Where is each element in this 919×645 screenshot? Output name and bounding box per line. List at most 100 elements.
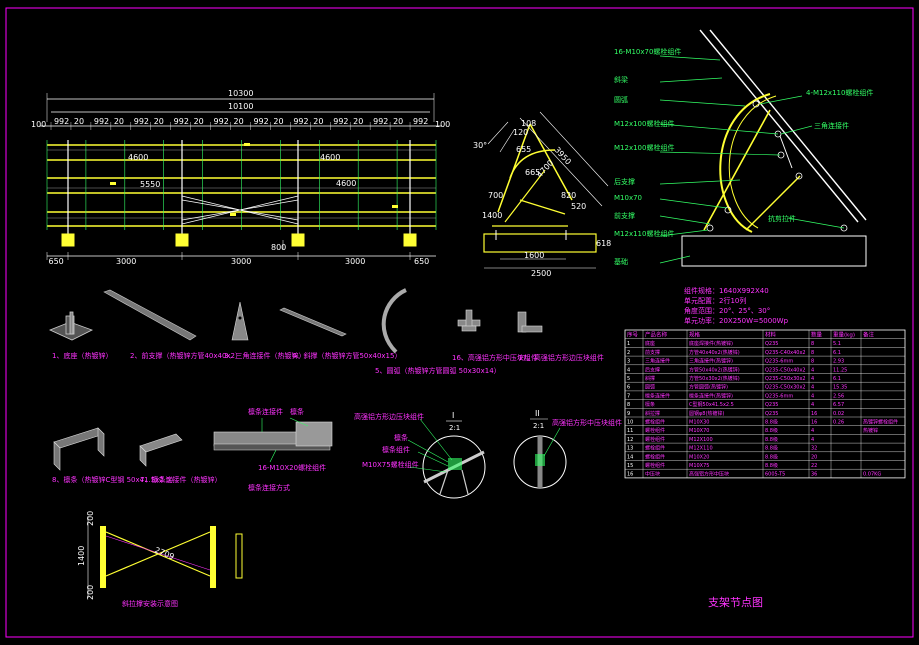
side-dim-700: 700 xyxy=(488,191,503,200)
edge-dim-left: 100 xyxy=(31,120,46,129)
table-cell: 12 xyxy=(627,437,633,443)
table-cell: 方管40x40x2(热镀锌) xyxy=(689,349,740,356)
rail-caption: 檩条连接方式 xyxy=(248,483,290,492)
table-cell: 螺栓组件 xyxy=(645,462,665,469)
inner-dim: 10100 xyxy=(228,102,253,111)
segment-dim: 20 xyxy=(154,117,164,126)
segment-dim: 992 xyxy=(373,117,388,126)
detail-label-left: 后支撑 xyxy=(614,177,635,186)
table-cell: 热镀锌 xyxy=(863,427,878,434)
table-cell: 底座 xyxy=(645,340,655,347)
detail-label-left: 前支撑 xyxy=(614,211,635,220)
side-dim-120: 120 xyxy=(513,128,528,137)
segment-dim: 20 xyxy=(74,117,84,126)
table-cell: M12X110 xyxy=(689,446,713,452)
table-cell: 4 xyxy=(811,428,814,434)
part-arc-icon xyxy=(381,288,407,354)
table-cell: 8.8级 xyxy=(765,427,778,434)
side-dim-108: 108 xyxy=(521,119,536,128)
side-view: 30° 4700 3950 655 665 820 700 520 1400 1… xyxy=(473,111,611,278)
table-cell: 8 xyxy=(811,341,814,347)
side-dim-1400: 1400 xyxy=(482,211,502,220)
table-cell: Q235-C50x40x2 xyxy=(765,367,806,373)
bottom-dim: 650 xyxy=(49,257,64,266)
table-cell: 螺栓组件 xyxy=(645,427,665,434)
brace-detail: 200 1400 200 2709 斜拉撑安装示意图 xyxy=(77,511,243,608)
table-cell: 10 xyxy=(627,420,633,426)
table-cell: 斜撑 xyxy=(645,375,655,382)
table-cell: 中压块 xyxy=(645,471,660,478)
segment-dim: 20 xyxy=(194,117,204,126)
segment-dim: 992 xyxy=(134,117,149,126)
segment-dim: 20 xyxy=(273,117,283,126)
table-cell: 20 xyxy=(811,454,817,460)
spec-line-4: 单元功率：20X250W=5000Wp xyxy=(684,316,789,325)
part-label-16: 16、高强铝方形中压块组件 xyxy=(452,353,538,362)
side-dim-655: 655 xyxy=(516,145,531,154)
detail-label-left: 圆弧 xyxy=(614,95,628,104)
table-cell: 13 xyxy=(627,446,633,452)
specs-block: 组件规格：1640X992X40 单元配置：2行10列 角度范围：20°、25°… xyxy=(684,286,789,325)
part-edge-clamp-icon xyxy=(517,311,543,333)
section-I-detail: I 2:1 高强铝方形边压块组件 檩条 檩条组件 M10X75螺栓组件 xyxy=(354,411,486,499)
table-cell: Q235 xyxy=(765,402,778,408)
table-cell: 螺栓组件 xyxy=(645,445,665,452)
table-cell: 8 xyxy=(627,402,630,408)
table-cell: 螺栓组件 xyxy=(645,436,665,443)
table-cell: M10X20 xyxy=(689,454,709,460)
table-cell: 6 xyxy=(627,385,630,391)
detail-label-left: M10x70 xyxy=(614,194,642,202)
table-cell: 5.1 xyxy=(833,341,841,347)
table-header: 产品名称 xyxy=(645,331,668,339)
table-cell: 36 xyxy=(811,472,817,478)
part-purlin-connector-icon xyxy=(139,433,183,467)
section-I-label-2: 檩条 xyxy=(394,433,408,442)
table-cell: 8.8级 xyxy=(765,462,778,469)
table-cell: M12X100 xyxy=(689,437,713,443)
table-cell: 檩条连接件 xyxy=(645,392,670,399)
bottom-dim: 3000 xyxy=(231,257,251,266)
brace-dim-mid: 1400 xyxy=(77,546,86,566)
post-dim: 800 xyxy=(271,243,286,252)
table-header: 材料 xyxy=(765,331,777,339)
table-cell: Q235-6mm xyxy=(765,393,793,399)
detail-label-left: M12x100螺栓组件 xyxy=(614,143,674,152)
table-cell: 8.8级 xyxy=(765,445,778,452)
spec-line-3: 角度范围：20°、25°、30° xyxy=(684,306,770,315)
table-cell: Q235 xyxy=(765,411,778,417)
table-cell: 6.57 xyxy=(833,402,844,408)
table-cell: 14 xyxy=(627,454,633,460)
part-brace-icon xyxy=(279,307,347,337)
table-cell: 32 xyxy=(811,446,817,452)
part-label-4: 4、斜撑（热镀锌方管50x40x15） xyxy=(292,351,401,360)
table-cell: 8 xyxy=(811,359,814,365)
segment-dim: 992 xyxy=(214,117,229,126)
panel-label-4: 4600 xyxy=(336,179,356,188)
section-I-ratio: 2:1 xyxy=(449,424,460,432)
bottom-dim: 3000 xyxy=(345,257,365,266)
panel-label-2: 5550 xyxy=(140,180,160,189)
table-cell: 7 xyxy=(627,393,630,399)
segment-dim: 992 xyxy=(174,117,189,126)
table-cell: 底座焊接件(热镀锌) xyxy=(689,340,733,347)
table-cell: 16 xyxy=(811,411,817,417)
table-cell: 方管圆弧(热镀锌) xyxy=(689,384,728,391)
overall-dim: 10300 xyxy=(228,89,253,98)
table-cell: 前支撑 xyxy=(645,349,660,356)
side-dim-1600: 1600 xyxy=(524,251,544,260)
part-label-3: 3、三角连接件（热镀锌） xyxy=(224,351,305,360)
part-label-1: 1、底座（热镀锌） xyxy=(52,351,112,360)
table-cell: 6.1 xyxy=(833,376,841,382)
table-cell: 9 xyxy=(627,411,630,417)
table-cell: 11.25 xyxy=(833,367,847,373)
brace-caption: 斜拉撑安装示意图 xyxy=(122,599,178,608)
table-cell: 1 xyxy=(627,341,630,347)
section-II-label: 高强铝方形中压块组件 xyxy=(552,418,622,427)
table-cell: 6.1 xyxy=(833,350,841,356)
segment-dim: 992 xyxy=(94,117,109,126)
rail-connection-detail: 檩条连接件 檩条 16-M10X20螺栓组件 檩条连接方式 xyxy=(213,407,333,492)
table-cell: 高强铝方形中压块 xyxy=(689,471,729,478)
